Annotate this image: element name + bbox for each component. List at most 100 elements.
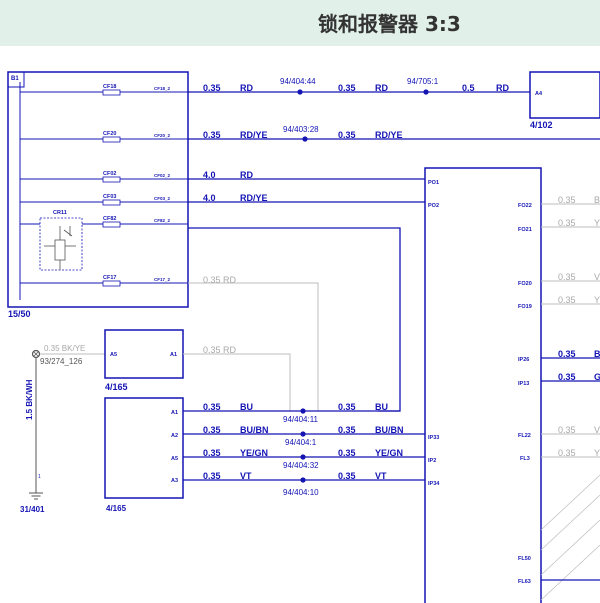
ground-circuit: 0.35 BK/YE 93/274_126 1.5 BK/WH 1 31/401 [20, 344, 105, 514]
wire-color: RD/YE [240, 193, 268, 203]
wire-gauge: 0.35 [558, 372, 576, 382]
wire-color: BU [240, 402, 253, 412]
connector-out-label: CF82_2 [154, 218, 171, 223]
wire-gauge: 0.35 [203, 83, 221, 93]
module-pin: FO22 [518, 203, 532, 209]
wire-gauge: 0.35 [203, 448, 221, 458]
central-module: PO1 PO2 FO22 FO21 FO20 FO19 IP26 IP13 FL… [424, 167, 600, 603]
wire-gauge: 0.35 [338, 402, 356, 412]
wire-gauge: 4.0 [203, 170, 216, 180]
wire-gauge: 0.35 [558, 218, 576, 228]
splice-point [300, 408, 306, 414]
module-pin: FL50 [518, 556, 531, 562]
wire-color: Y [594, 295, 600, 305]
module-pin: A2 [171, 433, 178, 439]
ground-wire-label: 1.5 BK/WH [25, 379, 34, 420]
wire-bu-bn: 0.35 BU/BN 94/404:1 0.35 BU/BN IP33 [183, 425, 439, 447]
wire-gauge: 0.35 [558, 195, 576, 205]
connector-cf18: CF18 CF18_2 [20, 84, 188, 96]
splice-label: 94/404:1 [285, 438, 317, 447]
wire-gauge: 0.5 [462, 83, 475, 93]
wire-gauge: 0.35 [558, 349, 576, 359]
b1-ref: 15/50 [8, 309, 31, 319]
wire-a1: 0.35 RD [183, 345, 291, 411]
module-4-165-b: A1 A2 A5 A3 4/165 [104, 397, 184, 513]
wire-color: VT [375, 471, 387, 481]
b1-corner-box [7, 71, 25, 88]
wire-color: G [594, 372, 600, 382]
ground-terminal-label: 93/274_126 [40, 357, 83, 366]
splice-point [302, 136, 308, 142]
b1-outline [7, 71, 189, 308]
module-ref: 4/165 [106, 504, 127, 513]
module-pin: PO2 [428, 203, 439, 209]
ground-ref: 31/401 [20, 505, 45, 514]
module-ref: 4/165 [105, 382, 128, 392]
right-wire-ip13: 0.35 G [541, 372, 600, 382]
wire-gauge: 0.35 [203, 471, 221, 481]
wiring-diagram: B1 15/50 CF18 CF18_2 CF20 CF20_2 CF02 CF… [7, 71, 600, 603]
wire-color: RD/YE [240, 130, 268, 140]
splice-label: 94/403:28 [283, 125, 319, 134]
module-pin: FL3 [520, 456, 530, 462]
wire-color: YE/GN [240, 448, 268, 458]
module-pin: FO19 [518, 304, 532, 310]
connector-cf02: CF02 CF02_2 [20, 171, 188, 183]
connector-cf17: CF17 CF17_2 [20, 275, 188, 287]
wire-gauge: 0.35 [558, 272, 576, 282]
right-wire-ip26: 0.35 B [541, 349, 600, 359]
wire-gauge: 0.35 [558, 295, 576, 305]
wire-color: B [594, 195, 600, 205]
wire-color: RD [240, 83, 253, 93]
wire-label: 0.35 BK/YE [44, 344, 85, 353]
wire-gauge: 0.35 [558, 448, 576, 458]
module-pin: A5 [171, 456, 178, 462]
connector-label: CF20 [103, 131, 116, 137]
wire-color: RD [375, 83, 388, 93]
splice-label: 94/705:1 [407, 77, 439, 86]
module-ref: 4/102 [530, 120, 553, 130]
wire-bu: 0.35 BU 94/404:11 0.35 BU [183, 402, 400, 424]
module-pin: IP26 [518, 357, 529, 363]
splice-label: 94/404:11 [283, 415, 319, 424]
page-header: 锁和报警器 3:3 [0, 0, 600, 46]
connector-label: CF82 [103, 216, 116, 222]
connector-out-label: CF02_2 [154, 173, 171, 178]
wire-gauge: 0.35 [338, 83, 356, 93]
wire-5 [188, 227, 401, 412]
splice-point [300, 477, 306, 483]
connector-label: CF18 [103, 84, 116, 90]
b1-code: B1 [11, 76, 19, 82]
wire-color: YE/GN [375, 448, 403, 458]
ground-terminal [31, 349, 41, 359]
wire-color: BU/BN [240, 425, 269, 435]
connector-out-label: CF17_2 [154, 277, 171, 282]
wire-color: V [594, 272, 600, 282]
connector-cf20: CF20 CF20_2 [20, 131, 188, 143]
wire-gauge: 0.35 [338, 425, 356, 435]
connector-out-label: CF03_2 [154, 196, 171, 201]
module-pin: A3 [171, 478, 178, 484]
module-pin: A1 [171, 410, 178, 416]
right-wire-fo21: 0.35 Y [541, 218, 600, 228]
wire-color: RD [496, 83, 509, 93]
splice-point [300, 431, 306, 437]
module-pin: A4 [535, 91, 543, 97]
wire-3: 4.0 RD [188, 170, 425, 180]
connector-label: CF17 [103, 275, 116, 281]
right-wire-fo20: 0.35 V [541, 272, 600, 282]
wire-1: 0.35 RD 94/404:44 0.35 RD 94/705:1 0.5 R… [188, 77, 530, 95]
splice-label: 94/404:44 [280, 77, 316, 86]
wire-6: 0.35 RD [188, 275, 319, 412]
connector-label: CF02 [103, 171, 116, 177]
wire-color: RD/YE [375, 130, 403, 140]
module-pin: FL22 [518, 433, 531, 439]
wire-color: BU/BN [375, 425, 404, 435]
splice-point [423, 89, 429, 95]
module-pin: IP13 [518, 381, 529, 387]
wire-gauge: 0.35 [203, 402, 221, 412]
wire-label: 0.35 RD [203, 275, 237, 285]
wire-gauge: 0.35 [558, 425, 576, 435]
wire-gauge: 4.0 [203, 193, 216, 203]
module-pin: PO1 [428, 180, 439, 186]
